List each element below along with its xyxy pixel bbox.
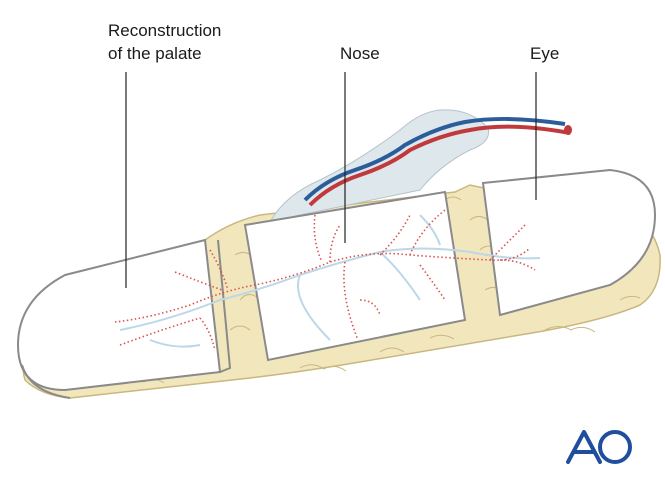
palate-label-line2: of the palate	[108, 44, 202, 63]
artery-end	[564, 125, 572, 135]
palate-label-line1: Reconstruction	[108, 21, 222, 40]
dotted-vessels	[114, 209, 536, 351]
vein-pedicle	[303, 116, 566, 202]
eye-flap	[481, 168, 657, 317]
nose-flap	[243, 190, 467, 362]
palate-flap	[16, 238, 222, 392]
eye-label: Eye	[530, 44, 560, 63]
artery-pedicle	[308, 124, 571, 207]
ao-logo	[566, 430, 632, 464]
faint-vessels	[119, 214, 541, 348]
nose-label: Nose	[340, 44, 380, 63]
